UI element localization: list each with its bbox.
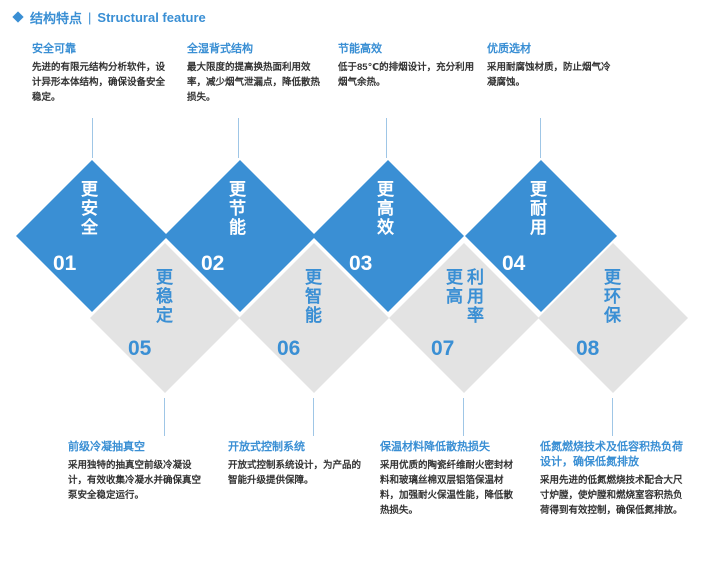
label-char: 安 bbox=[81, 199, 98, 218]
diamond-04 bbox=[465, 160, 617, 312]
label-char: 保 bbox=[604, 306, 621, 325]
header-title-en: Structural feature bbox=[97, 9, 206, 25]
label-char: 用 bbox=[467, 287, 484, 306]
feature-title: 安全可靠 bbox=[32, 43, 76, 55]
diamond-number: 06 bbox=[277, 337, 301, 360]
feature-title: 保温材料降低散热损失 bbox=[380, 441, 490, 453]
diamond-label-stable: 更 稳 定 bbox=[156, 268, 173, 325]
section-header: 结构特点 | Structural feature bbox=[12, 8, 206, 26]
diamond-label-safe: 更 安 全 bbox=[81, 180, 98, 237]
label-char: 更 bbox=[81, 180, 98, 199]
diamond-label-eco: 更 环 保 bbox=[604, 268, 621, 325]
feature-wetback: 全湿背式结构 最大限度的提高换热面利用效率，减少烟气泄漏点，降低散热损失。 bbox=[187, 42, 327, 105]
feature-insulation: 保温材料降低散热损失 采用优质的陶瓷纤维耐火密封材料和玻璃丝棉双层铝箔保温材料，… bbox=[380, 440, 520, 518]
feature-desc: 采用耐腐蚀材质，防止烟气冷凝腐蚀。 bbox=[487, 62, 611, 88]
feature-material: 优质选材 采用耐腐蚀材质，防止烟气冷凝腐蚀。 bbox=[487, 42, 612, 90]
diamond-number: 04 bbox=[502, 252, 526, 275]
feature-desc: 采用独特的抽真空前级冷凝设计，有效收集冷凝水并确保真空泵安全稳定运行。 bbox=[68, 460, 202, 501]
connector-line bbox=[164, 398, 165, 436]
diamond-08 bbox=[538, 243, 688, 393]
feature-title: 优质选材 bbox=[487, 43, 531, 55]
label-char: 更 bbox=[446, 268, 463, 287]
label-char: 定 bbox=[156, 306, 173, 325]
diamond-label-efficiency: 更 高 效 bbox=[377, 180, 394, 237]
label-char: 更 bbox=[305, 268, 322, 287]
feature-desc: 采用优质的陶瓷纤维耐火密封材料和玻璃丝棉双层铝箔保温材料，加强耐火保温性能，降低… bbox=[380, 460, 514, 516]
connector-line bbox=[386, 118, 387, 158]
diamond-number: 02 bbox=[201, 252, 225, 275]
label-char: 率 bbox=[467, 306, 484, 325]
connector-line bbox=[313, 398, 314, 436]
header-title-cn: 结构特点 bbox=[30, 10, 83, 26]
feature-title: 前级冷凝抽真空 bbox=[68, 441, 145, 453]
connector-line bbox=[540, 118, 541, 158]
label-char: 利 bbox=[467, 268, 484, 287]
label-char: 智 bbox=[305, 287, 322, 306]
feature-safe: 安全可靠 先进的有限元结构分析软件，设计异形本体结构，确保设备安全稳定。 bbox=[32, 42, 172, 105]
feature-control: 开放式控制系统 开放式控制系统设计，为产品的智能升级提供保障。 bbox=[228, 440, 368, 488]
feature-title: 节能高效 bbox=[338, 43, 382, 55]
diamond-05 bbox=[90, 243, 240, 393]
diamond-label-utilization-col2: 利 用 率 bbox=[467, 268, 484, 325]
feature-title: 全湿背式结构 bbox=[187, 43, 253, 55]
label-char: 更 bbox=[156, 268, 173, 287]
diamond-06 bbox=[239, 243, 389, 393]
feature-vacuum: 前级冷凝抽真空 采用独特的抽真空前级冷凝设计，有效收集冷凝水并确保真空泵安全稳定… bbox=[68, 440, 208, 503]
feature-title: 开放式控制系统 bbox=[228, 441, 305, 453]
feature-efficient: 节能高效 低于85℃的排烟设计，充分利用烟气余热。 bbox=[338, 42, 478, 90]
diamond-number: 08 bbox=[576, 337, 600, 360]
connector-line bbox=[238, 118, 239, 158]
diamond-number: 07 bbox=[431, 337, 455, 360]
label-char: 能 bbox=[305, 306, 322, 325]
label-char: 高 bbox=[377, 199, 394, 218]
feature-desc: 开放式控制系统设计，为产品的智能升级提供保障。 bbox=[228, 460, 362, 486]
label-char: 用 bbox=[530, 218, 547, 237]
feature-desc: 先进的有限元结构分析软件，设计异形本体结构，确保设备安全稳定。 bbox=[32, 62, 166, 103]
header-separator: | bbox=[88, 9, 92, 25]
label-char: 更 bbox=[377, 180, 394, 199]
label-char: 全 bbox=[81, 218, 98, 237]
label-char: 稳 bbox=[156, 287, 173, 306]
connector-line bbox=[92, 118, 93, 158]
diamond-label-utilization-col1: 更 高 bbox=[446, 268, 463, 306]
label-char: 更 bbox=[229, 180, 246, 199]
diamond-label-smart: 更 智 能 bbox=[305, 268, 322, 325]
feature-desc: 采用先进的低氮燃烧技术配合大尺寸炉膛，使炉膛和燃烧室容积热负荷得到有效控制，确保… bbox=[540, 475, 683, 516]
label-char: 更 bbox=[604, 268, 621, 287]
diamond-label-energy: 更 节 能 bbox=[229, 180, 246, 237]
diamond-02 bbox=[164, 160, 316, 312]
diamond-03 bbox=[312, 160, 464, 312]
diamond-number: 01 bbox=[53, 252, 77, 275]
diamond-label-durable: 更 耐 用 bbox=[530, 180, 547, 237]
feature-desc: 低于85℃的排烟设计，充分利用烟气余热。 bbox=[338, 62, 475, 88]
label-char: 效 bbox=[377, 218, 394, 237]
label-char: 更 bbox=[530, 180, 547, 199]
connector-line bbox=[463, 398, 464, 436]
label-char: 耐 bbox=[530, 199, 547, 218]
connector-line bbox=[612, 398, 613, 436]
label-char: 能 bbox=[229, 218, 246, 237]
feature-title: 低氮燃烧技术及低容积热负荷设计，确保低氮排放 bbox=[540, 441, 683, 468]
label-char: 高 bbox=[446, 287, 463, 306]
label-char: 节 bbox=[229, 199, 246, 218]
diamond-01 bbox=[16, 160, 168, 312]
feature-low-nox: 低氮燃烧技术及低容积热负荷设计，确保低氮排放 采用先进的低氮燃烧技术配合大尺寸炉… bbox=[540, 440, 690, 518]
diamond-number: 03 bbox=[349, 252, 373, 275]
diamond-number: 05 bbox=[128, 337, 152, 360]
feature-desc: 最大限度的提高换热面利用效率，减少烟气泄漏点，降低散热损失。 bbox=[187, 62, 321, 103]
diamond-07 bbox=[389, 243, 539, 393]
label-char: 环 bbox=[604, 287, 621, 306]
